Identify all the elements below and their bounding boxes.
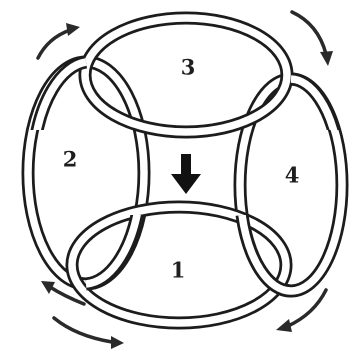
down-arrow-icon: [171, 154, 201, 194]
ring-4-label: 4: [285, 163, 300, 188]
rotation-arrow-top-right: [292, 12, 333, 66]
rotation-arrow-top-left: [38, 23, 80, 58]
ring-3-label: 3: [181, 55, 196, 80]
ring-1-label: 1: [171, 258, 186, 283]
ring-2-label: 2: [63, 147, 78, 172]
